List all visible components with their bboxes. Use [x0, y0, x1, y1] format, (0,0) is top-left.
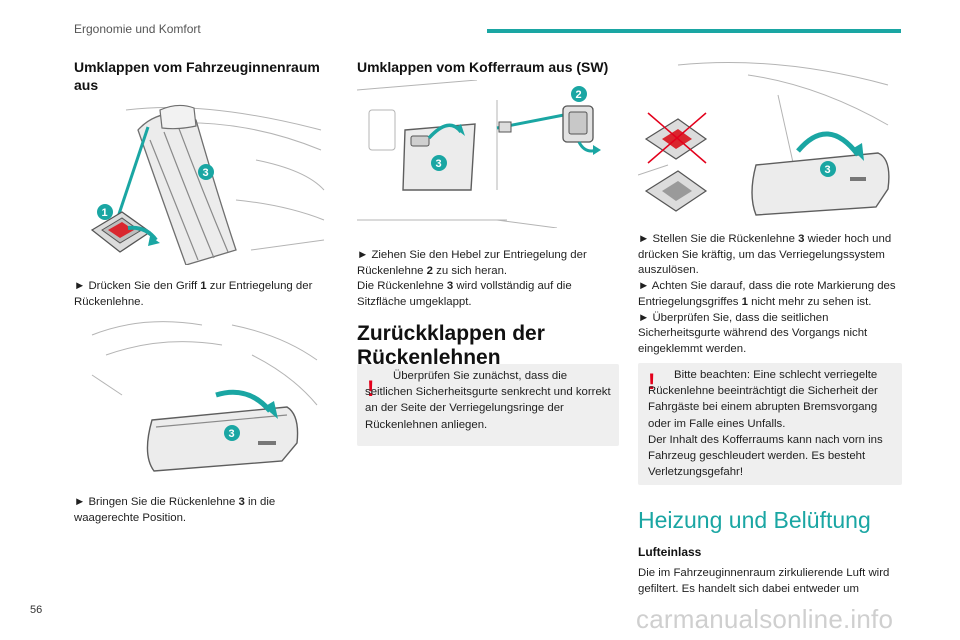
step-press-handle: ► Drücken Sie den Griff 1 zur Entriegelu…	[74, 280, 313, 308]
warning-text: Überprüfen Sie zunächst, dass die seitli…	[365, 370, 611, 431]
warning-text-2: Der Inhalt des Kofferraums kann nach vor…	[648, 434, 883, 479]
step-raise-backrest: ► Stellen Sie die Rückenlehne 3 wieder h…	[638, 233, 896, 355]
illustration-seatback-lock: 3	[638, 62, 890, 216]
illustration-seat-release-handle: 1 3	[90, 104, 325, 265]
heading-fold-from-interior: Umklappen vom Fahrzeuginnenraum aus	[74, 59, 320, 93]
step-pull-lever: ► Ziehen Sie den Hebel zur Entriegelung …	[357, 249, 587, 309]
warning-box-locking: ! Bitte beachten: Eine schlecht verriege…	[638, 363, 902, 485]
warning-icon: !	[367, 376, 375, 401]
badge-3: 3	[203, 167, 209, 179]
badge-3: 3	[436, 158, 442, 170]
warning-box-belts: ! Überprüfen Sie zunächst, dass die seit…	[357, 364, 619, 446]
illustration-seatback-horizontal: 3	[91, 321, 318, 472]
warning-text: Bitte beachten: Eine schlecht verriegelt…	[648, 369, 878, 430]
warning-icon: !	[648, 369, 656, 394]
section-header: Ergonomie und Komfort	[74, 22, 201, 36]
illustration-trunk-lever: 2 3	[357, 80, 601, 228]
subheading-air-intake: Lufteinlass	[638, 545, 702, 559]
heading-heating-ventilation: Heizung und Belüftung	[638, 507, 871, 533]
step-horizontal-position: ► Bringen Sie die Rückenlehne 3 in die w…	[74, 496, 276, 524]
header-accent-bar	[487, 29, 901, 33]
heading-fold-from-trunk: Umklappen vom Kofferraum aus (SW)	[357, 59, 609, 75]
heading-fold-back: Zurückklappen der Rückenlehnen	[357, 322, 545, 369]
page-number: 56	[30, 604, 43, 616]
watermark: carmanualsonline.info	[636, 604, 894, 634]
badge-3: 3	[229, 428, 235, 440]
badge-2: 2	[576, 89, 582, 101]
badge-3: 3	[825, 164, 831, 176]
badge-1: 1	[102, 207, 108, 219]
paragraph-air-intake: Die im Fahrzeuginnenraum zirkulierende L…	[638, 567, 890, 595]
